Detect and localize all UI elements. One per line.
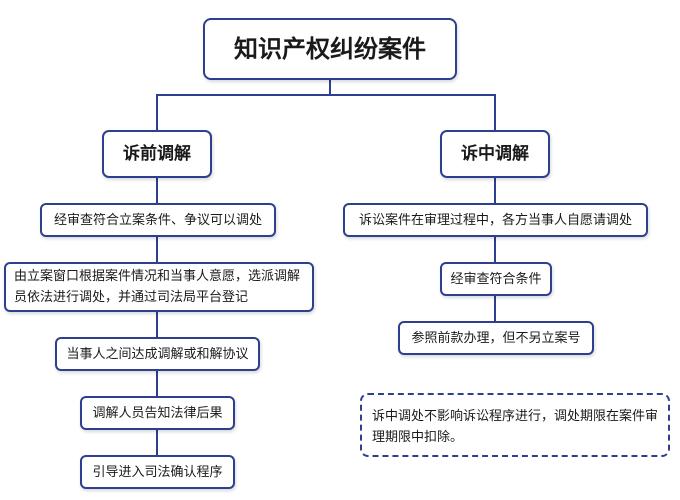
left-step-5: 引导进入司法确认程序: [80, 455, 235, 489]
left-step-2: 由立案窗口根据案件情况和当事人意愿，选派调解员依法进行调处，并通过司法局平台登记: [4, 262, 314, 312]
right-step-3: 参照前款办理，但不另立案号: [398, 321, 594, 355]
right-step-1: 诉讼案件在审理过程中，各方当事人自愿请调处: [343, 203, 648, 237]
left-step-1: 经审查符合立案条件、争议可以调处: [40, 203, 276, 237]
right-branch-heading: 诉中调解: [440, 130, 550, 178]
right-branch-note: 诉中调处不影响诉讼程序进行，调处期限在案件审理期限中扣除。: [360, 393, 670, 457]
left-step-3: 当事人之间达成调解或和解协议: [55, 337, 260, 371]
left-branch-heading: 诉前调解: [102, 130, 212, 178]
left-step-4: 调解人员告知法律后果: [80, 396, 235, 430]
right-step-2: 经审查符合条件: [440, 262, 552, 296]
diagram-title: 知识产权纠纷案件: [203, 18, 457, 80]
